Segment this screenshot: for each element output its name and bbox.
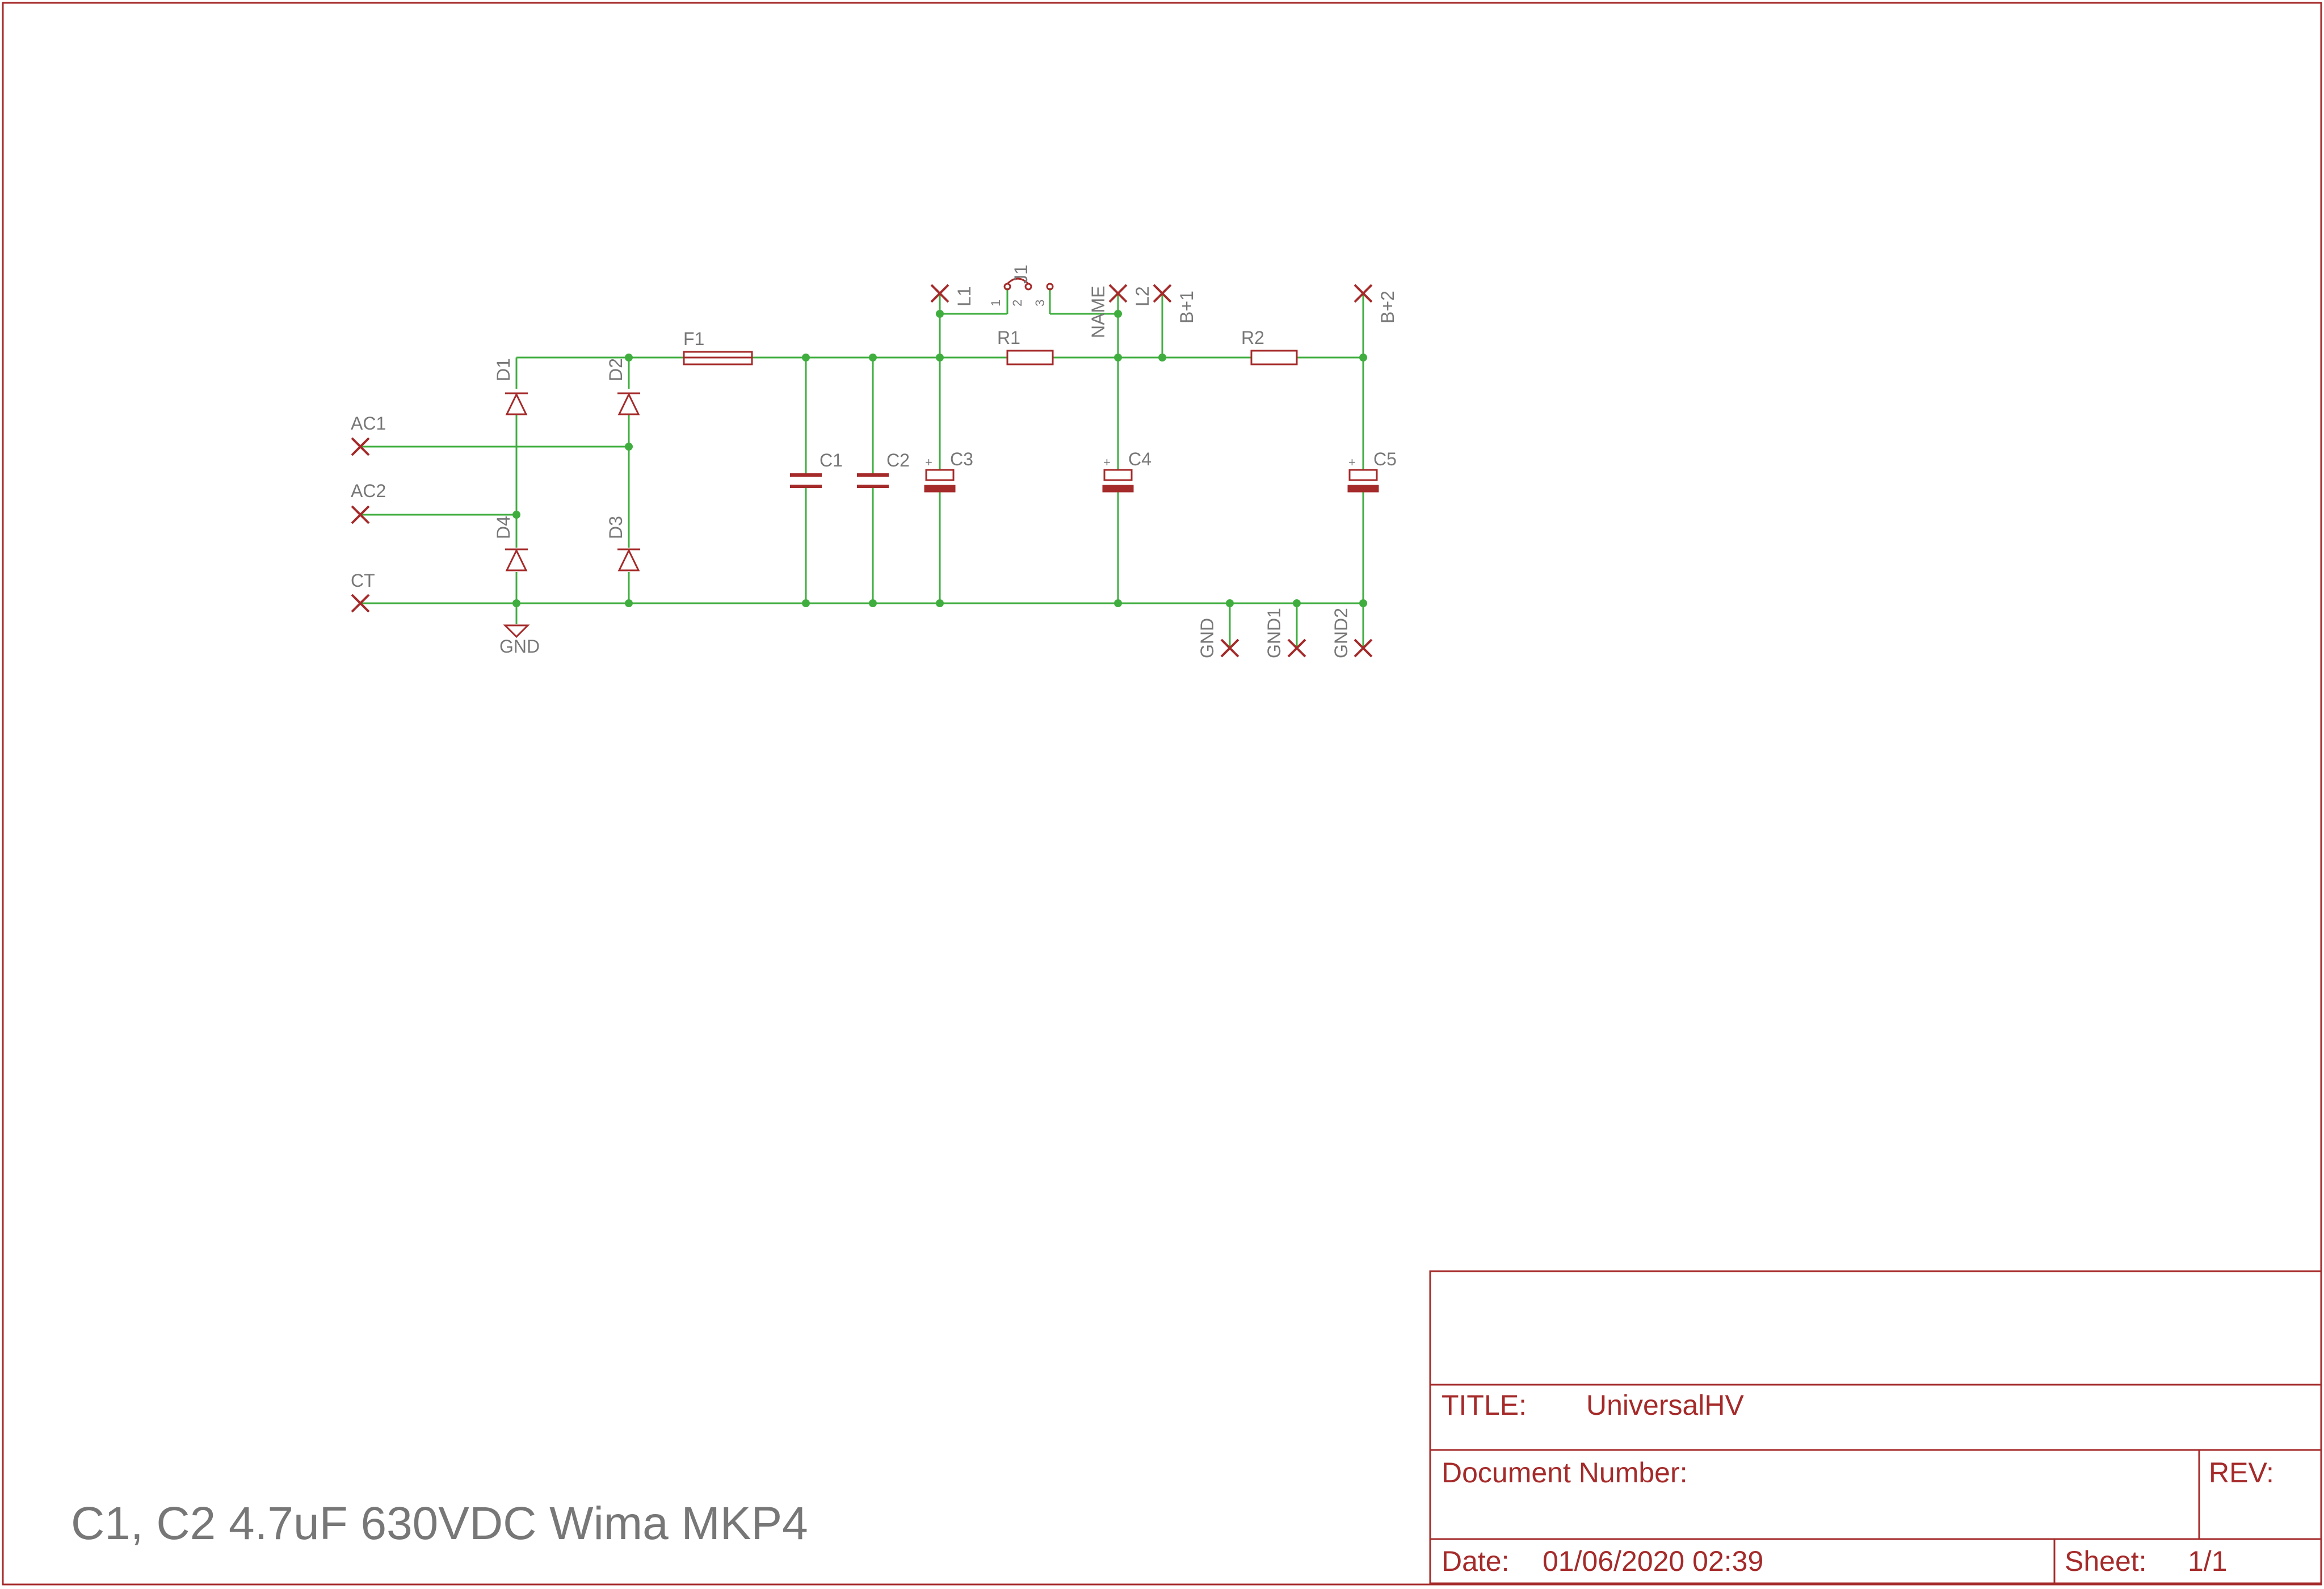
capacitor-c4-label: C4	[1128, 449, 1152, 469]
resistor-r2-label: R2	[1241, 327, 1264, 348]
pin-l2[interactable]: L2	[1108, 284, 1153, 306]
capacitor-c5[interactable]: + C5	[1347, 449, 1397, 493]
pin-ac1[interactable]: AC1	[351, 413, 386, 456]
resistor-r1[interactable]: R1	[997, 327, 1054, 365]
pin-gnd[interactable]: GND	[1197, 618, 1239, 658]
date-label: Date:	[1442, 1545, 1510, 1577]
pin-b-plus-2[interactable]: B+2	[1354, 284, 1398, 323]
pin-ct[interactable]: CT	[351, 570, 375, 613]
pin-b-plus-1-label: B+1	[1176, 291, 1197, 323]
jumper-pin-1: 1	[989, 300, 1003, 306]
jumper-pin-2: 2	[1010, 300, 1024, 306]
pin-ac2-label: AC2	[351, 481, 386, 501]
diode-d3[interactable]: D3	[606, 516, 640, 571]
capacitor-c2[interactable]: C2	[857, 450, 910, 488]
design-note: C1, C2 4.7uF 630VDC Wima MKP4	[71, 1498, 808, 1549]
pin-ct-label: CT	[351, 570, 375, 591]
pin-ac2[interactable]: AC2	[351, 481, 386, 524]
capacitor-c5-plus: +	[1348, 455, 1356, 469]
fuse-f1-label: F1	[683, 329, 704, 349]
capacitor-c4-plus: +	[1103, 455, 1111, 469]
capacitor-c2-label: C2	[886, 450, 910, 470]
diode-d1[interactable]: D1	[493, 358, 528, 415]
pin-gnd2-label: GND2	[1331, 608, 1351, 658]
fuse-f1[interactable]: F1	[683, 329, 753, 365]
sheet-label: Sheet:	[2065, 1545, 2147, 1577]
capacitor-c1-label: C1	[820, 450, 843, 470]
capacitor-c3-plus: +	[925, 455, 932, 469]
capacitor-c5-label: C5	[1373, 449, 1397, 469]
pin-l1[interactable]: L1	[930, 284, 974, 306]
date-value: 01/06/2020 02:39	[1543, 1545, 1763, 1577]
wires	[360, 288, 1364, 648]
jumper-j1-label: J1	[1011, 264, 1031, 284]
pin-gnd1-label: GND1	[1264, 608, 1284, 658]
pin-ac1-label: AC1	[351, 413, 386, 434]
pin-gnd-label: GND	[1197, 618, 1217, 658]
pin-b-plus-1[interactable]: B+1	[1153, 284, 1197, 323]
sheet-value: 1/1	[2188, 1545, 2228, 1577]
pin-l2-label: L2	[1132, 286, 1153, 306]
pin-l1-label: L1	[954, 286, 974, 306]
diode-d3-label: D3	[606, 516, 626, 539]
diode-d2[interactable]: D2	[606, 358, 640, 415]
diode-d4[interactable]: D4	[493, 516, 528, 571]
title-block: TITLE: UniversalHV Document Number: REV:…	[1429, 1270, 2322, 1584]
jumper-j1[interactable]: 1 2 3 J1 NAME	[989, 264, 1108, 338]
junctions	[512, 310, 1367, 607]
diode-d1-label: D1	[493, 358, 514, 381]
ground-symbol: GND	[499, 624, 540, 657]
title-label: TITLE:	[1442, 1389, 1527, 1421]
ground-symbol-label: GND	[499, 636, 540, 657]
capacitor-c1[interactable]: C1	[790, 450, 843, 488]
jumper-name-label: NAME	[1088, 286, 1108, 338]
jumper-pin-3: 3	[1033, 300, 1047, 306]
document-number-label: Document Number:	[1442, 1457, 1688, 1489]
capacitor-c3-label: C3	[950, 449, 973, 469]
pin-gnd1[interactable]: GND1	[1264, 608, 1306, 658]
diode-d2-label: D2	[606, 358, 626, 381]
diode-d4-label: D4	[493, 516, 514, 539]
capacitor-c4[interactable]: + C4	[1102, 449, 1152, 493]
rev-label: REV:	[2209, 1457, 2274, 1489]
title-value: UniversalHV	[1586, 1389, 1745, 1421]
resistor-r1-label: R1	[997, 327, 1020, 348]
resistor-r2[interactable]: R2	[1241, 327, 1298, 365]
capacitor-c3[interactable]: + C3	[924, 449, 973, 493]
pin-gnd2[interactable]: GND2	[1331, 608, 1373, 658]
pin-b-plus-2-label: B+2	[1377, 291, 1398, 323]
